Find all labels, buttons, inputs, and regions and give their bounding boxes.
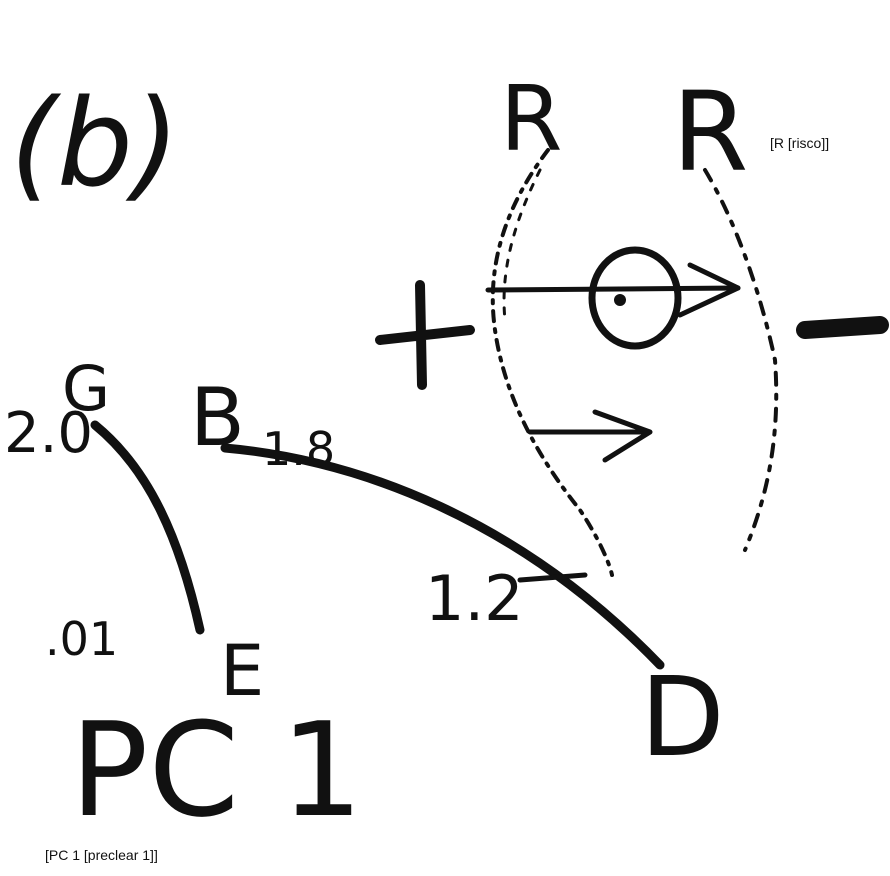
e-value: .01 [45, 612, 118, 666]
d-value: 1.2 [425, 562, 524, 635]
d-label: D [640, 653, 725, 781]
pc-caption: [PC 1 [preclear 1]] [45, 847, 158, 863]
g-e-curve [95, 425, 200, 630]
left-dashed-contour [493, 150, 612, 575]
upper-arrow-shaft [488, 288, 738, 290]
dipole-circle [592, 250, 678, 346]
r-caption: [R [risco]] [770, 135, 829, 151]
pc-label: PC 1 [70, 694, 363, 846]
lower-arrow-head [595, 412, 650, 460]
panel-label: (b) [10, 75, 180, 214]
minus-sign [805, 325, 880, 330]
b-d-tick [520, 575, 585, 580]
right-dashed-contour [705, 170, 776, 550]
plus-sign [380, 285, 470, 385]
g-value: 2.0 [4, 401, 93, 466]
r-left-label: R [500, 67, 563, 172]
dipole-dot [614, 294, 626, 306]
